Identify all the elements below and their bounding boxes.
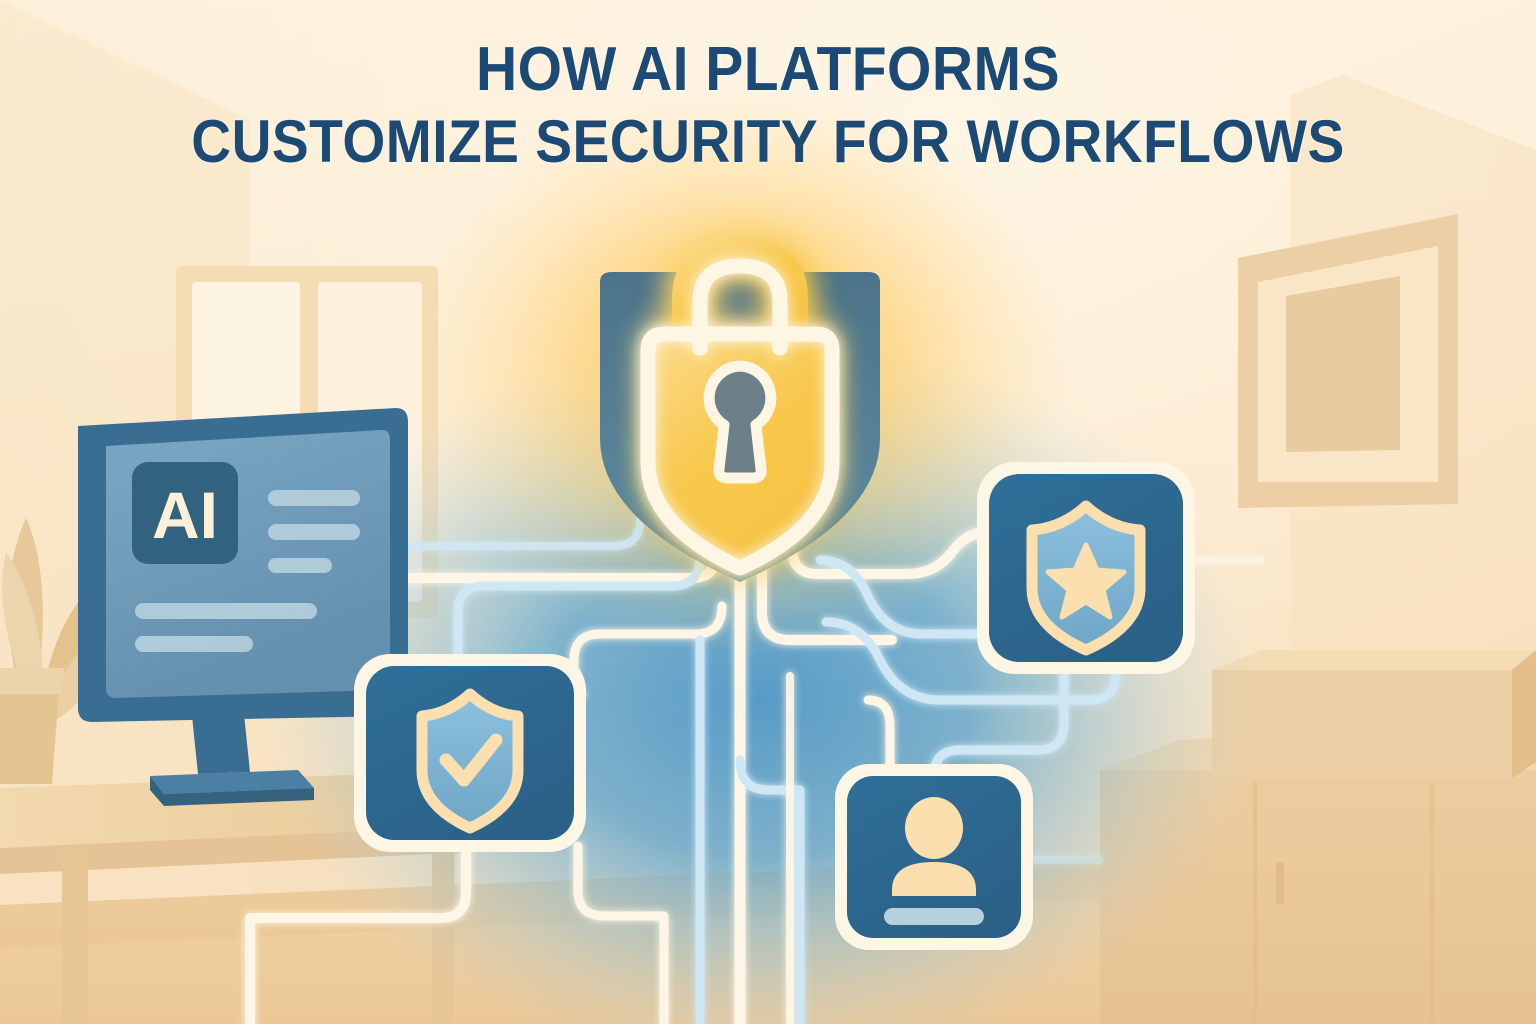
shield-check-icon	[416, 688, 524, 834]
user-icon	[884, 797, 984, 925]
screen-line	[135, 636, 253, 652]
trace-l5	[245, 841, 471, 1024]
box-on-cabinet	[1212, 650, 1536, 778]
ceiling-wedge	[1150, 0, 1536, 150]
screen-line	[268, 490, 360, 506]
desk-leg-left	[62, 850, 88, 1024]
trace-r1	[787, 495, 1065, 579]
screen-line	[268, 524, 360, 540]
computer-monitor: AI	[78, 408, 408, 806]
keyhole	[710, 368, 770, 476]
trace-r7	[863, 695, 895, 777]
keyhole-outline	[703, 360, 777, 484]
trace-c2	[735, 755, 805, 1024]
shield-star-icon	[1026, 500, 1146, 656]
ai-badge-text: AI	[152, 478, 218, 552]
padlock-outline	[640, 258, 840, 576]
ai-badge-bg	[132, 462, 238, 564]
screen-line	[135, 603, 317, 619]
framed-picture	[1238, 214, 1458, 508]
trace-l6	[573, 841, 669, 1024]
trace-trunk-2	[757, 495, 897, 645]
card-shield-check[interactable]	[354, 654, 586, 852]
trace-r3	[821, 617, 1121, 705]
card-shield-star[interactable]	[977, 462, 1195, 674]
monitor-stand-neck	[192, 714, 250, 774]
card-user-profile[interactable]	[835, 764, 1033, 950]
trace-l7	[382, 516, 644, 550]
screen-line	[268, 558, 332, 573]
monitor-stand-base	[150, 770, 314, 794]
